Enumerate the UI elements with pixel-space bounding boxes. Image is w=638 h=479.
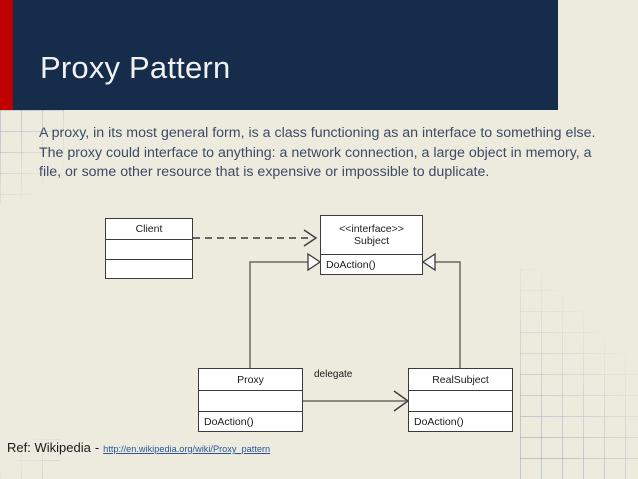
uml-edge-label-delegate: delegate [314,369,353,380]
uml-class-client-name: Client [135,223,163,235]
page-title: Proxy Pattern [40,50,231,85]
realization-line-realsubject-subject [435,261,461,368]
body-paragraph: A proxy, in its most general form, is a … [39,125,596,181]
uml-class-diagram: Client <<interface>> Subject DoAction() … [0,205,638,440]
uml-class-subject-name: Subject [353,235,390,247]
uml-class-proxy[interactable]: Proxy DoAction() [198,368,303,432]
uml-class-subject-operation: DoAction() [321,254,422,275]
uml-class-client-attributes [106,239,192,259]
footer-dash: - [94,440,100,455]
title-accent-bar [0,0,13,110]
uml-class-subject[interactable]: <<interface>> Subject DoAction() [320,215,423,275]
dependency-arrowhead-client-subject [303,229,318,247]
realization-arrowhead-realsubject-subject [421,252,436,272]
realization-arrowhead-proxy-subject [307,252,322,272]
uml-class-realsubject-name: RealSubject [432,373,489,386]
uml-class-proxy-operation: DoAction() [199,411,302,431]
title-bar [0,0,558,110]
uml-class-client[interactable]: Client [105,218,193,279]
realization-line-proxy-subject [249,261,308,368]
uml-class-realsubject-attributes [409,390,512,411]
uml-class-subject-header: <<interface>> Subject [321,216,422,254]
uml-class-realsubject-operation: DoAction() [409,411,512,431]
uml-connector-layer [193,229,461,412]
uml-class-subject-stereotype: <<interface>> [339,223,404,235]
footer-label: Ref: Wikipedia [7,440,91,455]
uml-class-proxy-attributes [199,390,302,411]
uml-class-proxy-name: Proxy [237,373,264,386]
footer-link[interactable]: http://en.wikipedia.org/wiki/Proxy_patte… [103,444,271,454]
uml-class-client-operations [106,259,192,278]
uml-class-realsubject[interactable]: RealSubject DoAction() [408,368,513,432]
footer-reference: Ref: Wikipedia - http://en.wikipedia.org… [7,440,270,455]
